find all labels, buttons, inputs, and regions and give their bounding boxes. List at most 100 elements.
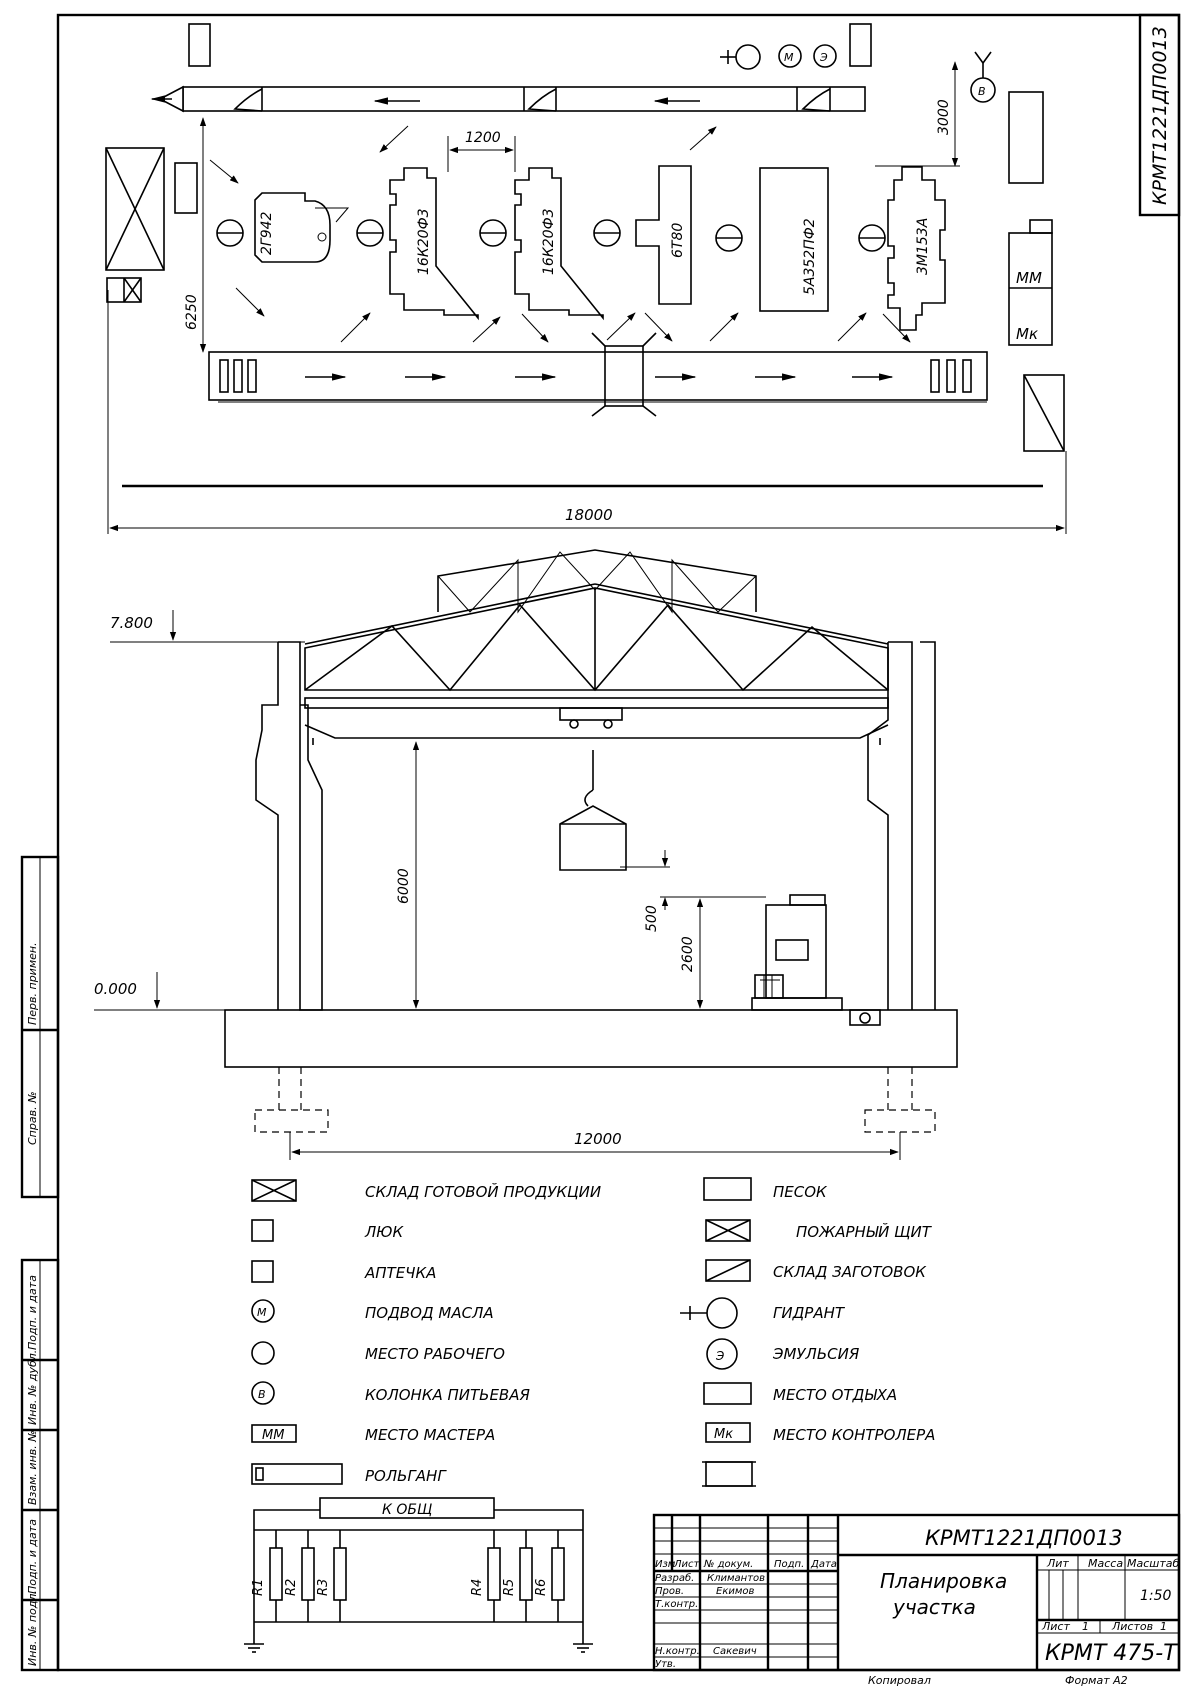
legend-item-finished-goods: СКЛАД ГОТОВОЙ ПРОДУКЦИИ bbox=[251, 1179, 601, 1202]
legend-item-hatch: ЛЮК bbox=[251, 1219, 404, 1242]
legend-label: МЕСТО КОНТРОЛЕРА bbox=[773, 1426, 935, 1444]
square-icon bbox=[251, 1219, 274, 1242]
dim-hook: 6000 bbox=[396, 868, 412, 904]
crossed-box-icon bbox=[251, 1179, 297, 1202]
level-zero: 0.000 bbox=[94, 980, 137, 998]
tb-role-approve: Утв. bbox=[655, 1659, 676, 1670]
legend-item-conveyor: РОЛЬГАНГ bbox=[251, 1463, 447, 1485]
legend-label: ЭМУЛЬСИЯ bbox=[772, 1345, 860, 1363]
controller-place-label: Мк bbox=[1016, 325, 1038, 343]
ground-bus-label: К ОБЩ bbox=[382, 1502, 432, 1518]
side-stamps: Перв. примен. Справ. № Подп. и дата Инв.… bbox=[20, 855, 60, 1672]
legend-item-bracket bbox=[702, 1461, 756, 1487]
sheet-frame: КРМТ1221ДП0013 bbox=[56, 13, 1181, 1672]
oil-supply-icon bbox=[778, 44, 802, 68]
legend-label: ПОЖАРНЫЙ ЩИТ bbox=[796, 1222, 933, 1241]
legend-item-emulsion: Э ЭМУЛЬСИЯ bbox=[706, 1338, 860, 1370]
stamp-first-use: Перв. примен. bbox=[26, 942, 39, 1025]
machine-16k20f3-b: 16К20Ф3 bbox=[514, 167, 604, 321]
stamp-orig-inv: Инв. № подл. bbox=[26, 1590, 39, 1666]
legend-item-fountain: В КОЛОНКА ПИТЬЕВАЯ bbox=[251, 1381, 530, 1405]
grounding-scheme: К ОБЩ R1 R2 R3 R4 R5 R6 bbox=[244, 1497, 593, 1653]
legend-label: МЕСТО ОТДЫХА bbox=[773, 1386, 897, 1404]
tb-col-date: Дата bbox=[810, 1559, 837, 1570]
tb-role-tech: Т.контр. bbox=[655, 1599, 698, 1610]
tb-title-line1: Планировка bbox=[880, 1569, 1007, 1593]
control-post bbox=[604, 345, 644, 407]
machine-16k20f3-a: 16К20Ф3 bbox=[389, 167, 479, 321]
tb-name-norm: Сакевич bbox=[713, 1646, 757, 1657]
legend-item-controller: Мк МЕСТО КОНТРОЛЕРА bbox=[705, 1422, 935, 1444]
legend-glyph: ММ bbox=[262, 1428, 284, 1443]
circle-m-icon bbox=[251, 1299, 275, 1323]
machine-2g942-label: 2Г942 bbox=[259, 211, 275, 255]
resistor-r5: R5 bbox=[502, 1579, 517, 1596]
resistor-r2: R2 bbox=[284, 1579, 299, 1596]
tb-drawing-code: КРМТ1221ДП0013 bbox=[925, 1526, 1123, 1550]
legend-label: ЛЮК bbox=[364, 1223, 404, 1241]
floor-slab bbox=[224, 1009, 958, 1068]
conveyor-icon bbox=[251, 1463, 343, 1485]
worker-places bbox=[216, 219, 886, 252]
top-cabinet-right bbox=[849, 23, 872, 67]
flow-arrows bbox=[209, 125, 911, 343]
hydrant-icon bbox=[720, 44, 761, 70]
machine-3m153a-label: 3М153А bbox=[915, 218, 931, 275]
machine-16k20f3-b-label: 16К20Ф3 bbox=[541, 208, 557, 275]
machine-16k20f3-a-label: 16К20Ф3 bbox=[416, 208, 432, 275]
dim-machine: 2600 bbox=[680, 936, 696, 972]
legend-item-master: ММ МЕСТО МАСТЕРА bbox=[251, 1424, 495, 1444]
tb-group: КРМТ 475-Т bbox=[1045, 1641, 1178, 1666]
tb-col-doc: № докум. bbox=[703, 1559, 753, 1570]
legend-item-hydrant: ГИДРАНТ bbox=[680, 1297, 846, 1329]
square-icon bbox=[251, 1260, 274, 1283]
tb-lit-label: Лит bbox=[1046, 1557, 1069, 1570]
section-dimensions: 6000 500 2600 12000 bbox=[289, 741, 901, 1160]
blank-store bbox=[1023, 374, 1065, 452]
tb-name-developer: Климантов bbox=[707, 1573, 765, 1584]
legend-item-sand: ПЕСОК bbox=[703, 1177, 828, 1201]
svg-text:М: М bbox=[784, 51, 794, 64]
format-label: Формат А2 bbox=[1065, 1674, 1128, 1687]
machine-2g942: 2Г942 bbox=[254, 192, 350, 263]
legend-item-fire-shield: ПОЖАРНЫЙ ЩИТ bbox=[705, 1219, 933, 1242]
legend-label: РОЛЬГАНГ bbox=[365, 1467, 447, 1485]
tb-scale-label: Масштаб bbox=[1127, 1557, 1179, 1570]
legend-glyph: В bbox=[258, 1388, 266, 1401]
tb-title-line2: участка bbox=[892, 1595, 976, 1619]
stamp-reference: Справ. № bbox=[26, 1091, 39, 1145]
legend: СКЛАД ГОТОВОЙ ПРОДУКЦИИ ЛЮК АПТЕЧКА М ПО… bbox=[251, 1177, 935, 1487]
svg-text:В: В bbox=[978, 85, 986, 98]
legend-label: ПЕСОК bbox=[773, 1183, 828, 1201]
sand-box bbox=[174, 162, 198, 214]
copied-label: Копировал bbox=[868, 1674, 931, 1687]
legend-label: СКЛАД ГОТОВОЙ ПРОДУКЦИИ bbox=[365, 1182, 601, 1201]
resistor-r3: R3 bbox=[316, 1579, 331, 1596]
master-place-label: ММ bbox=[1016, 269, 1042, 287]
crossed-box-icon bbox=[705, 1219, 751, 1242]
tb-sheets-value: 1 bbox=[1160, 1620, 1167, 1633]
legend-glyph: Мк bbox=[714, 1427, 733, 1442]
stamp-sign-date-2: Подп. и дата bbox=[26, 1519, 39, 1594]
dim-span: 12000 bbox=[574, 1130, 622, 1148]
bracket-box-icon bbox=[702, 1461, 756, 1487]
dim-spacing: 1200 bbox=[465, 130, 501, 146]
level-top: 7.800 bbox=[110, 614, 153, 632]
foundations bbox=[254, 1067, 936, 1133]
tb-role-developer: Разраб. bbox=[655, 1572, 694, 1584]
circle-e-icon bbox=[706, 1338, 738, 1370]
tb-role-checker: Пров. bbox=[655, 1586, 684, 1597]
drinking-fountain-icon: В bbox=[970, 51, 996, 103]
resistors bbox=[269, 1530, 565, 1622]
legend-item-worker: МЕСТО РАБОЧЕГО bbox=[251, 1341, 505, 1365]
legend-label: СКЛАД ЗАГОТОВОК bbox=[773, 1263, 927, 1281]
emulsion-icon bbox=[813, 44, 837, 68]
tb-name-checker: Екимов bbox=[716, 1586, 755, 1597]
machine-section bbox=[751, 894, 843, 1011]
section-levels: 7.800 0.000 bbox=[94, 610, 305, 1011]
tb-mass-label: Масса bbox=[1088, 1557, 1123, 1570]
machine-5a352pf2-label: 5А352ПФ2 bbox=[802, 218, 818, 295]
machine-3m153a: 3М153А bbox=[887, 166, 946, 331]
crane-bridge bbox=[304, 697, 889, 709]
legend-label: ПОДВОД МАСЛА bbox=[365, 1304, 494, 1322]
